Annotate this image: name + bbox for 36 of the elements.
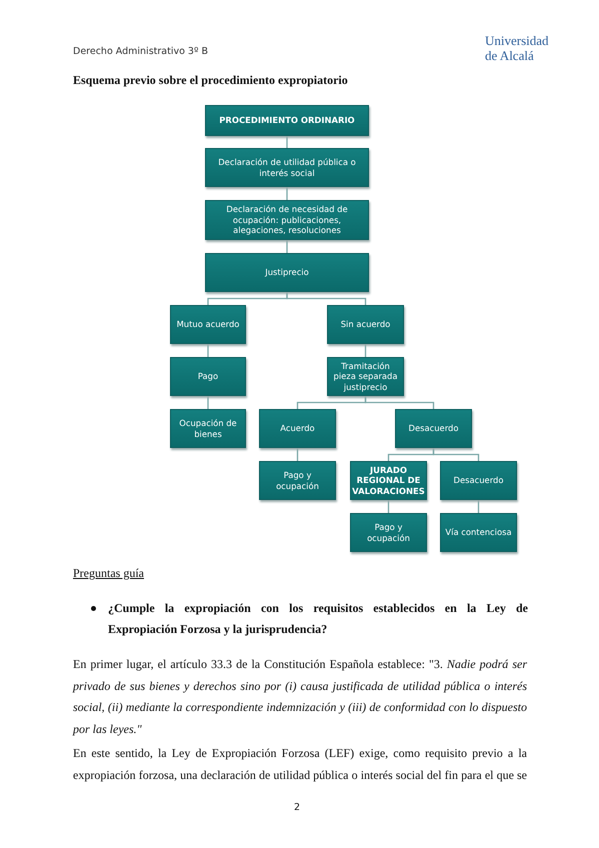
process-box: Ocupación de bienes	[170, 409, 246, 448]
connector-line	[207, 344, 209, 357]
connector-line	[286, 187, 288, 200]
process-box: Sin acuerdo	[327, 305, 404, 344]
paragraph: En primer lugar, el artículo 33.3 de la Constitución Española establece: "3. Nadie podrá ser privado de sus bienes y derechos sino por (i) causa justificada de utilidad pública o interés social, (ii) mediante la correspondiente indemnización y (iii) de conformidad con lo dispuesto por las leyes."	[73, 656, 527, 738]
connector-line	[207, 396, 209, 409]
process-box: PROCEDIMIENTO ORDINARIO	[205, 105, 369, 136]
paragraph: En este sentido, la Ley de Expropiación Forzosa (LEF) exige, como requisito previo a la expropiación forzosa, una declaración de utilidad pública o interés social del fin para el que se	[73, 745, 527, 784]
process-box: Tramitación pieza separada justiprecio	[327, 357, 404, 396]
connector-line	[296, 448, 298, 461]
process-box: Pago	[170, 357, 246, 396]
connector-line	[286, 136, 288, 148]
process-box: Vía contenciosa	[440, 513, 517, 552]
process-box: Pago y ocupación	[350, 513, 427, 552]
process-box: Desacuerdo	[395, 409, 472, 448]
process-box: Desacuerdo	[440, 461, 517, 500]
process-box: Declaración de utilidad pública o interés social	[205, 148, 369, 187]
process-box: Mutuo acuerdo	[170, 305, 246, 344]
process-box: JURADO REGIONAL DE VALORACIONES	[350, 461, 427, 500]
connector-line	[364, 344, 366, 357]
connector-line	[432, 448, 480, 461]
university-name: Universidad de Alcalá	[485, 33, 550, 63]
process-box: Justiprecio	[205, 253, 369, 292]
connector-line	[478, 500, 480, 513]
question-text: ¿Cumple la expropiación con los requisitos establecidos en la Ley de Expropiación Forzosa y la jurisprudencia?	[108, 600, 528, 638]
process-box: Declaración de necesidad de ocupación: publicaciones, alegaciones, resoluciones	[205, 200, 369, 240]
connector-line	[364, 396, 434, 409]
process-box: Acuerdo	[259, 409, 336, 448]
connector-line	[286, 240, 288, 253]
page-number: 2	[294, 802, 300, 813]
connector-line	[388, 500, 390, 513]
heading: Esquema previo sobre el procedimiento expropiatorio	[73, 73, 348, 88]
connector-line	[286, 292, 366, 305]
page-header: Derecho Administrativo 3º B	[73, 46, 208, 57]
section-heading: Preguntas guía	[73, 566, 144, 581]
process-box: Pago y ocupación	[259, 461, 336, 500]
